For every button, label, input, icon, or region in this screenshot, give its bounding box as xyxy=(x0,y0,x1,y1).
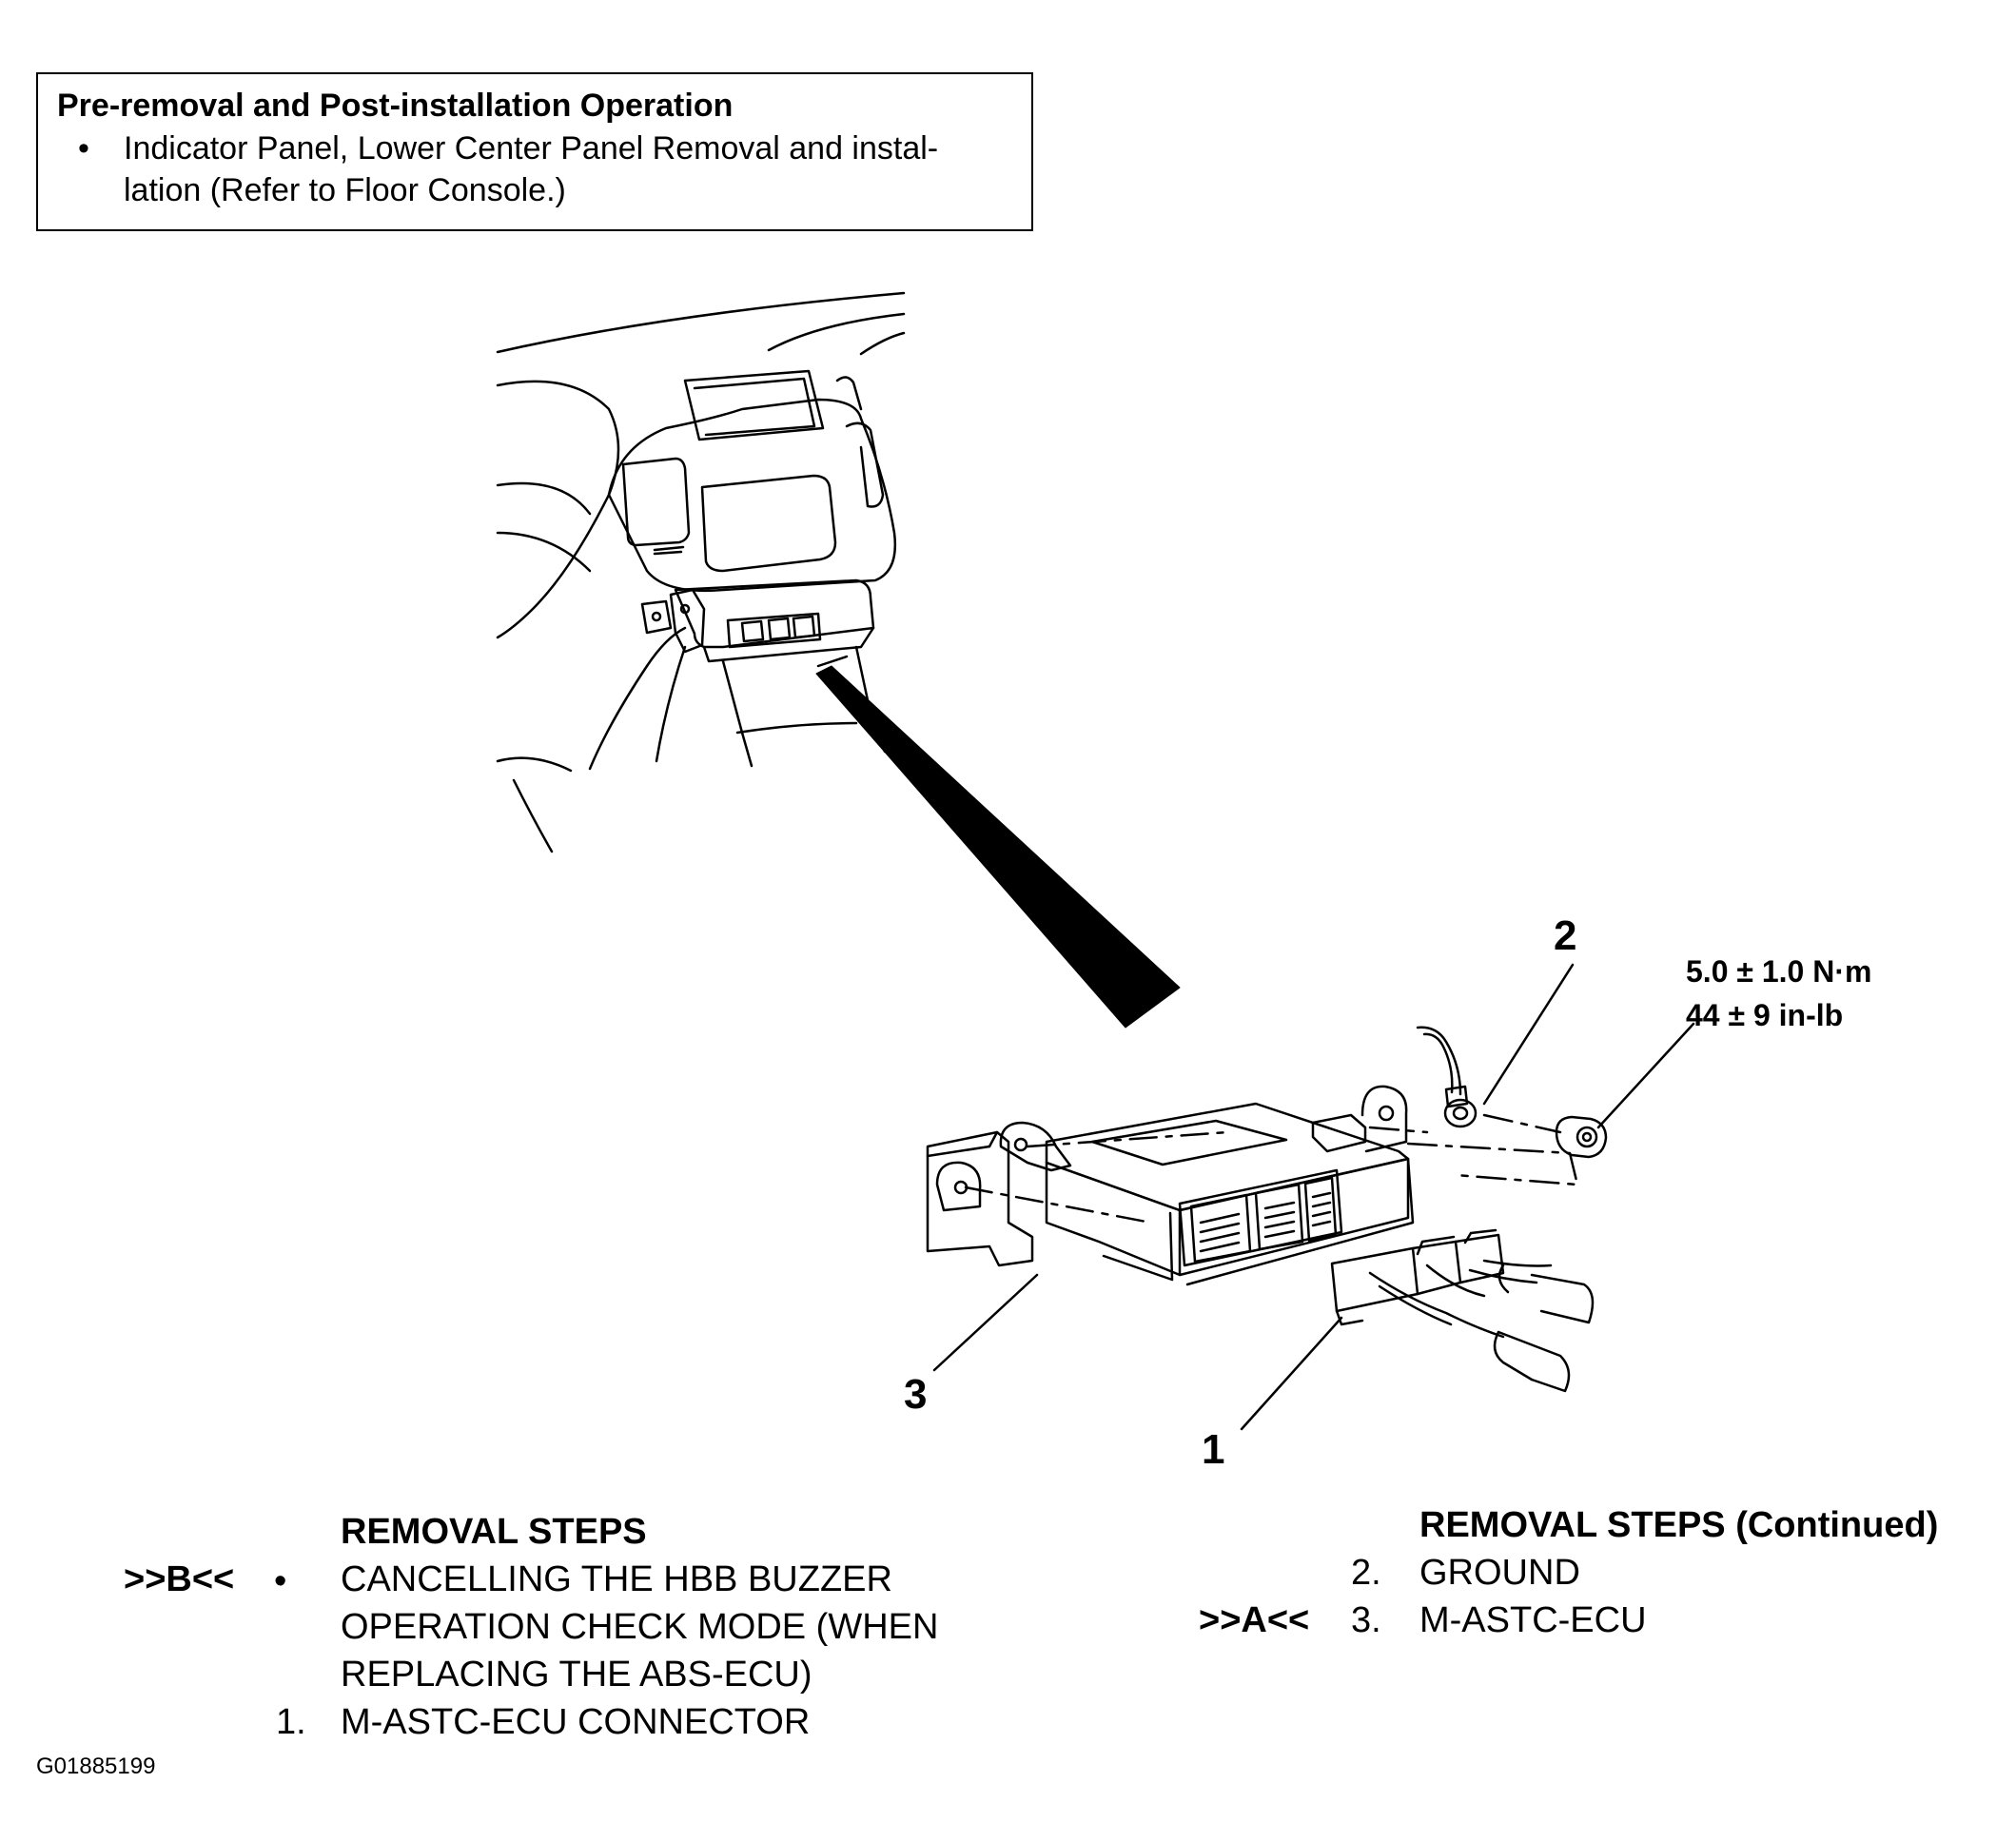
removal-steps-header: REMOVAL STEPS xyxy=(341,1512,647,1552)
note-box: Pre-removal and Post-installation Operat… xyxy=(36,72,1033,231)
torque-metric: 5.0 ± 1.0 N·m xyxy=(1686,954,1872,989)
ecu-drawing xyxy=(926,1026,1608,1393)
pointer-wedge xyxy=(815,665,1181,1029)
note-item-line2: lation (Refer to Floor Console.) xyxy=(124,172,566,208)
step-cancel-line3: REPLACING THE ABS-ECU) xyxy=(341,1655,812,1695)
leader-line-2 xyxy=(1482,963,1575,1106)
figure-id: G01885199 xyxy=(36,1754,156,1779)
step-number-1: 1. xyxy=(276,1702,306,1742)
callout-2: 2 xyxy=(1554,912,1577,959)
step-cancel-line2: OPERATION CHECK MODE (WHEN xyxy=(341,1607,939,1647)
removal-steps-left: REMOVAL STEPS >>B<< • CANCELLING THE HBB… xyxy=(124,1508,1056,1755)
note-bullet: • xyxy=(78,130,89,167)
step-ecu: M-ASTC-ECU xyxy=(1419,1600,1647,1640)
removal-steps-right: REMOVAL STEPS (Continued) 2. GROUND >>A<… xyxy=(1199,1501,2007,1654)
step-number-2: 2. xyxy=(1351,1553,1381,1593)
step-mark-b: >>B<< xyxy=(124,1559,235,1599)
leader-line-1 xyxy=(1240,1316,1343,1431)
torque-imperial: 44 ± 9 in-lb xyxy=(1686,998,1844,1032)
step-number-3: 3. xyxy=(1351,1600,1381,1640)
step-cancel-hbb: CANCELLING THE HBB BUZZER OPERATION CHEC… xyxy=(341,1556,938,1698)
step-connector: M-ASTC-ECU CONNECTOR xyxy=(341,1702,811,1742)
torque-spec: 5.0 ± 1.0 N·m 44 ± 9 in-lb xyxy=(1686,950,1871,1037)
step-cancel-line1: CANCELLING THE HBB BUZZER xyxy=(341,1559,892,1599)
dashboard-drawing xyxy=(496,291,906,853)
note-item-line1: Indicator Panel, Lower Center Panel Remo… xyxy=(124,130,939,167)
step-mark-a: >>A<< xyxy=(1199,1600,1310,1640)
note-item: • Indicator Panel, Lower Center Panel Re… xyxy=(57,127,1012,211)
leader-line-torque xyxy=(1596,1022,1695,1129)
callout-3: 3 xyxy=(904,1371,928,1418)
step-bullet: • xyxy=(274,1561,287,1601)
removal-steps-continued-header: REMOVAL STEPS (Continued) xyxy=(1419,1505,1939,1545)
callout-1: 1 xyxy=(1202,1426,1225,1473)
leader-line-3 xyxy=(932,1273,1039,1372)
step-ground: GROUND xyxy=(1419,1553,1580,1593)
note-title: Pre-removal and Post-installation Operat… xyxy=(57,88,734,124)
